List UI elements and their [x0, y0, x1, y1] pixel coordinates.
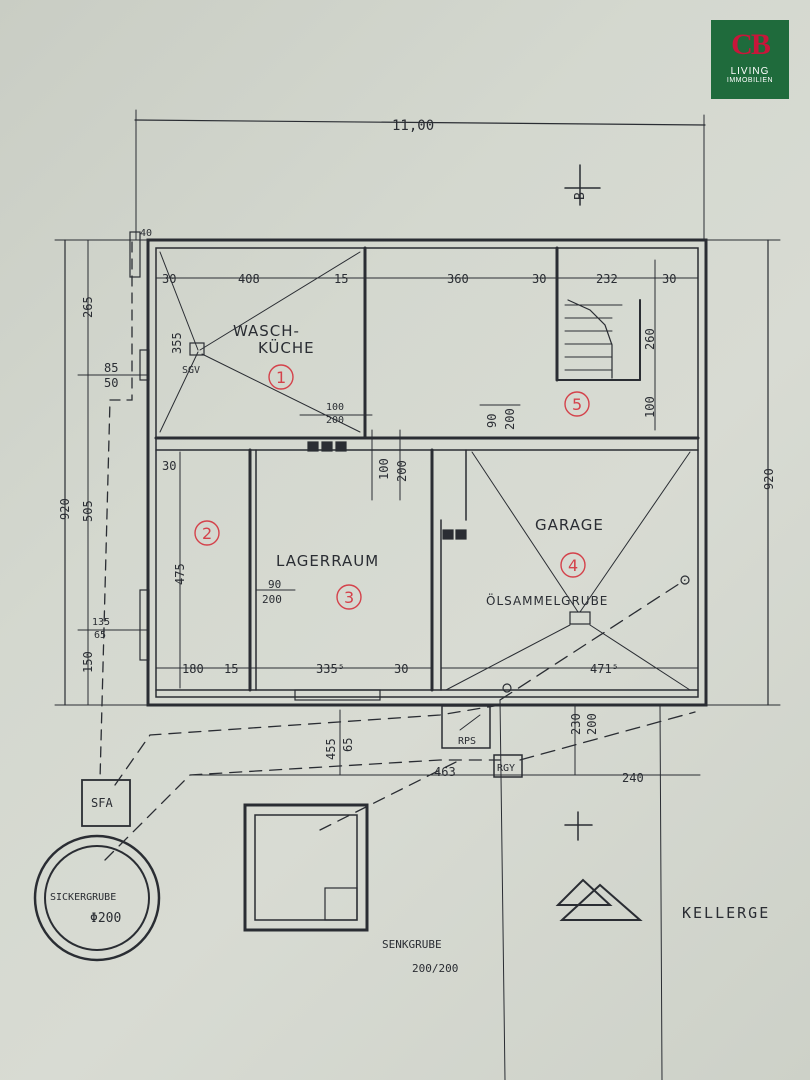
sfa-box — [81, 779, 131, 827]
dim-100-200-a: 100 — [326, 402, 344, 413]
label-rgy: RGY — [497, 763, 515, 774]
dim-200d: 200 — [395, 460, 409, 482]
dim-230: 230 — [569, 713, 583, 735]
dim-100c: 100 — [377, 458, 391, 480]
triangle-symbol — [555, 878, 613, 906]
label-senkgrube: SENKGRUBE — [382, 938, 442, 951]
dim-455: 455 — [324, 738, 338, 760]
dim-200f: 200 — [585, 713, 599, 735]
sickergrube-inner — [44, 845, 150, 951]
dim-180: 180 — [182, 662, 204, 676]
senkgrube-inner — [254, 814, 358, 921]
dim-40: 40 — [140, 228, 152, 239]
room-number-4: 4 — [568, 556, 578, 575]
label-section-b: B — [573, 192, 588, 200]
room-label-garage: GARAGE — [535, 516, 604, 534]
label-sickergrube-dim: Φ200 — [90, 911, 121, 926]
room-number-5: 5 — [572, 395, 582, 414]
dim-3355: 335⁵ — [316, 662, 345, 676]
dim-240: 240 — [622, 771, 644, 785]
dim-100-200-b: 200 — [326, 415, 344, 426]
dim-15b: 15 — [224, 662, 238, 676]
inner-wall-outline — [155, 247, 699, 698]
label-rps: RPS — [458, 736, 476, 747]
dim-15a: 15 — [334, 272, 348, 286]
room-label-waschkueche-2: KÜCHE — [258, 338, 315, 357]
dim-90: 90 — [485, 414, 499, 428]
dim-50: 50 — [104, 376, 118, 390]
dim-90b: 90 — [268, 578, 281, 591]
label-sgv: SGV — [182, 365, 200, 376]
dim-232: 232 — [596, 272, 618, 286]
dim-85: 85 — [104, 361, 118, 375]
dim-475: 475 — [173, 563, 187, 585]
dim-200e: 200 — [262, 593, 282, 606]
dim-total-depth-left: 920 — [58, 498, 72, 520]
room-label-lagerraum: LAGERRAUM — [276, 552, 379, 570]
dim-total-depth-right: 920 — [762, 468, 776, 490]
logo-line-living: LIVING — [730, 66, 770, 77]
dim-30c: 30 — [662, 272, 676, 286]
room-label-waschkueche-1: WASCH- — [233, 322, 300, 340]
room-number-2: 2 — [202, 524, 212, 543]
dim-408: 408 — [238, 272, 260, 286]
room-number-3: 3 — [344, 588, 354, 607]
label-sfa: SFA — [91, 796, 113, 810]
dim-463: 463 — [434, 765, 456, 779]
rps-box — [441, 705, 491, 749]
dim-150: 150 — [81, 651, 95, 673]
dim-line-top — [134, 119, 706, 126]
dim-265: 265 — [81, 296, 95, 318]
logo-line-immobilien: IMMOBILIEN — [726, 77, 774, 84]
label-sickergrube: SICKERGRUBE — [50, 892, 116, 903]
dim-total-width: 11,00 — [392, 118, 434, 134]
dim-200c: 200 — [503, 408, 517, 430]
room-label-oelsammelgrube: ÖLSAMMELGRUBE — [486, 592, 608, 608]
dim-100b: 100 — [643, 396, 657, 418]
label-kellerge: KELLERGE — [682, 904, 770, 922]
cb-living-logo: CB LIVING IMMOBILIEN — [711, 20, 789, 99]
label-senkgrube-dim: 200/200 — [412, 962, 458, 975]
dim-355: 355 — [170, 332, 184, 354]
outer-wall — [146, 238, 708, 707]
senkgrube-outer — [243, 803, 369, 932]
logo-mark: CB — [731, 28, 771, 61]
dim-30a: 30 — [162, 272, 176, 286]
dim-30b: 30 — [532, 272, 546, 286]
dim-30d: 30 — [162, 459, 176, 473]
dim-65b: 65 — [341, 738, 355, 752]
dim-360: 360 — [447, 272, 469, 286]
dim-260: 260 — [643, 328, 657, 350]
room-number-1: 1 — [276, 368, 286, 387]
dim-135: 135 — [92, 617, 110, 628]
dim-4715: 471⁵ — [590, 662, 619, 676]
dim-505: 505 — [81, 500, 95, 522]
sickergrube-outer — [33, 834, 161, 962]
dim-30e: 30 — [394, 662, 408, 676]
rgy-box — [493, 754, 523, 778]
dim-65: 65 — [94, 630, 106, 641]
